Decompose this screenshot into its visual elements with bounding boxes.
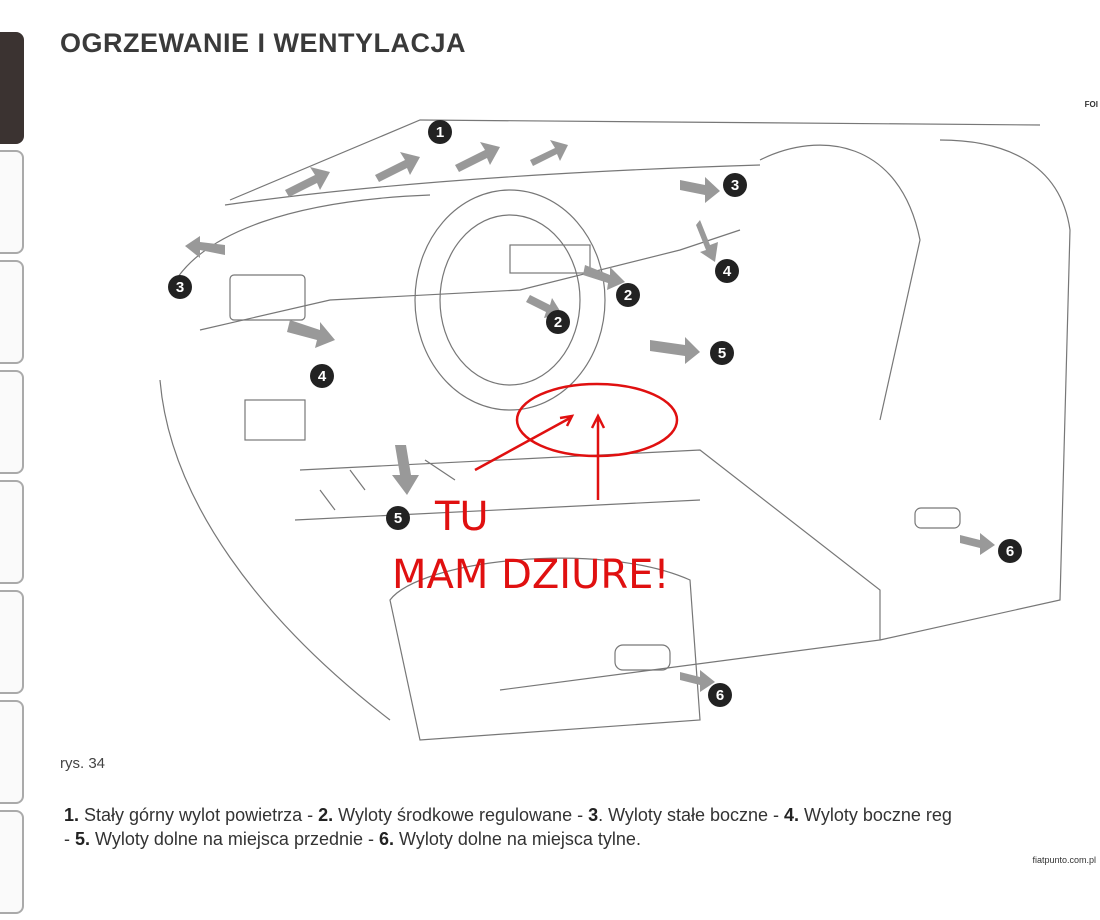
chapter-tab[interactable] <box>0 700 24 804</box>
chapter-tab[interactable] <box>0 370 24 474</box>
callout-5: 5 <box>710 341 734 365</box>
airflow-arrows <box>185 140 995 692</box>
figure-label: rys. 34 <box>60 755 106 772</box>
callout-numbers: 1 3 3 4 2 2 4 5 5 6 6 <box>168 120 1022 707</box>
car-interior-drawing <box>159 119 1071 741</box>
callout-2: 2 <box>616 283 640 307</box>
red-annotation: TU MAM DZIURE! <box>392 382 679 598</box>
svg-text:5: 5 <box>394 510 402 527</box>
chapter-tab[interactable] <box>0 260 24 364</box>
svg-text:6: 6 <box>1006 543 1014 560</box>
svg-text:5: 5 <box>718 345 726 362</box>
red-arrow <box>474 414 575 472</box>
chapter-tab[interactable] <box>0 480 24 584</box>
chapter-tab-active[interactable] <box>0 32 24 144</box>
chapter-tab[interactable] <box>0 150 24 254</box>
ventilation-diagram: 1 3 3 4 2 2 4 5 5 6 6 TU MAM DZIURE! <box>159 119 1071 741</box>
annotation-line2: MAM DZIURE! <box>392 552 669 598</box>
svg-text:4: 4 <box>318 368 327 385</box>
caption-line-2: - 5. Wyloty dolne na miejsca przednie - … <box>64 829 641 849</box>
source-credit: fiatpunto.com.pl <box>1032 855 1096 865</box>
callout-3: 3 <box>723 173 747 197</box>
svg-text:3: 3 <box>731 177 739 194</box>
caption-line-1: 1. Stały górny wylot powietrza - 2. Wylo… <box>64 805 952 825</box>
chapter-tab[interactable] <box>0 590 24 694</box>
callout-3: 3 <box>168 275 192 299</box>
figure-caption: 1. Stały górny wylot powietrza - 2. Wylo… <box>64 803 952 851</box>
callout-6: 6 <box>708 683 732 707</box>
red-arrow <box>590 413 606 500</box>
svg-text:3: 3 <box>176 279 184 296</box>
callout-4: 4 <box>715 259 739 283</box>
annotation-line1: TU <box>434 494 489 540</box>
svg-text:6: 6 <box>716 687 724 704</box>
svg-text:2: 2 <box>624 287 632 304</box>
callout-1: 1 <box>428 120 452 144</box>
svg-text:4: 4 <box>723 263 732 280</box>
callout-6: 6 <box>998 539 1022 563</box>
svg-text:2: 2 <box>554 314 562 331</box>
page-title: OGRZEWANIE I WENTYLACJA <box>60 28 467 58</box>
callout-2: 2 <box>546 310 570 334</box>
corner-text: FOI <box>1084 100 1098 109</box>
callout-5: 5 <box>386 506 410 530</box>
svg-text:1: 1 <box>436 124 444 141</box>
callout-4: 4 <box>310 364 334 388</box>
